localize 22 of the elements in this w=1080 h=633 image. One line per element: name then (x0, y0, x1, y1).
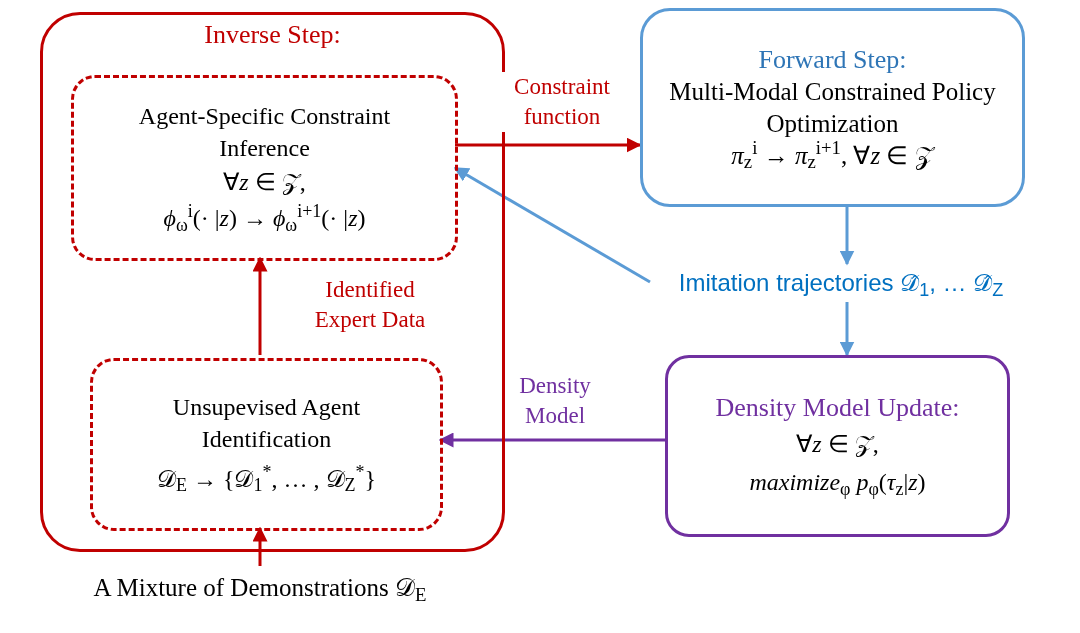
arrow (839, 207, 855, 266)
formula: ∀z ∈ 𝒵, (796, 430, 879, 459)
formula: 𝒟$_{E}$ → {𝒟$_{1}$$^{*}$, … , 𝒟$_{Z}$$^{*}$} (156, 460, 377, 497)
formula: maximize$_{φ}$ p$_{φ}$(τ$_{z}$|z) (749, 468, 926, 501)
formula: π$_{z}$$^{i}$ → π$_{z}$$^{i+1}$, ∀z ∈ 𝒵 (731, 139, 934, 172)
annotation-text: Imitation trajectories 𝒟̂$_{1}$, … 𝒟̂$_{Z}$ (678, 268, 1004, 301)
dashed-process-box (71, 75, 458, 261)
arrow (839, 302, 855, 357)
box-title: Unsupevised Agent Identification (171, 392, 362, 454)
arrow (455, 137, 642, 153)
formula: ∀z ∈ 𝒵, (223, 168, 306, 197)
arrow (252, 526, 268, 566)
input-label: A Mixture of Demonstrations 𝒟$_{E}$ (93, 573, 427, 607)
box-title: Density Model Update: (715, 392, 960, 424)
process-box (665, 355, 1010, 537)
box-title: Forward Step: (758, 43, 907, 76)
panel-title: Inverse Step: (204, 19, 341, 51)
formula: ϕ$_{ω}$$^{i}$(· |z) → ϕ$_{ω}$$^{i+1}$(· |z) (163, 200, 366, 236)
arrow (453, 166, 651, 284)
arrow (252, 256, 268, 355)
dashed-process-box (90, 358, 443, 531)
process-box (640, 8, 1025, 207)
